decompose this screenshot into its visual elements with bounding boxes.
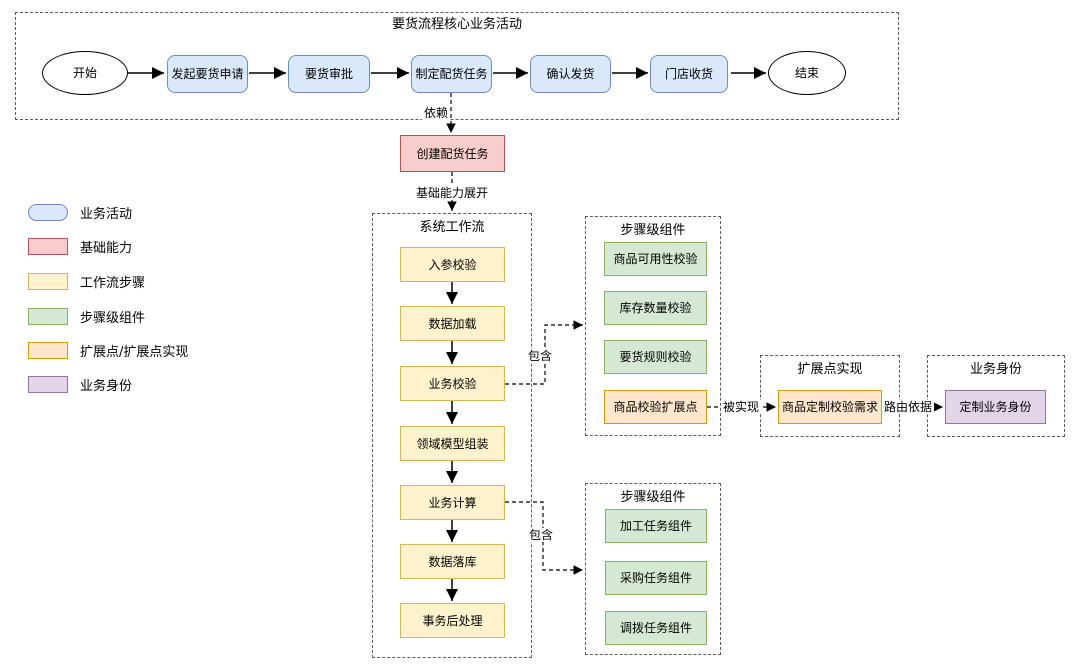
workflow-step-data-load: 数据加载 [400,306,505,341]
legend-label-component: 步骤级组件 [80,311,146,326]
extension-impl-container: 扩展点实现 [760,355,900,437]
task-component-process: 加工任务组件 [605,509,707,543]
legend-item-component: 步骤级组件 [28,307,145,326]
legend-item-workflow-step: 工作流步骤 [28,272,145,291]
flow-step-approve: 要货审批 [288,55,370,93]
extension-point-node: 商品校验扩展点 [604,390,707,424]
component-product-availability: 商品可用性校验 [604,242,707,276]
end-ellipse: 结束 [768,51,846,95]
component-request-rule: 要货规则校验 [604,340,707,374]
edge-label-contains-bottom: 包含 [526,528,556,542]
edge-label-depends: 依赖 [421,106,451,120]
legend-label-capability: 基础能力 [80,241,133,256]
core-activities-title: 要货流程核心业务活动 [391,17,522,32]
legend-label-identity: 业务身份 [80,379,133,394]
legend-swatch-component [28,308,68,325]
edge-label-expand: 基础能力展开 [413,186,491,200]
workflow-step-input-check: 入参校验 [400,247,505,282]
business-identity-container: 业务身份 [927,355,1065,437]
legend-item-extension: 扩展点/扩展点实现 [28,341,188,360]
task-components-container: 步骤级组件 [585,483,721,655]
legend-item-identity: 业务身份 [28,375,132,394]
legend-label-activity: 业务活动 [80,207,133,222]
validation-components-container: 步骤级组件 [585,216,721,436]
workflow-step-post-transaction: 事务后处理 [400,603,505,638]
legend-item-activity: 业务活动 [28,203,132,222]
extension-impl-node: 商品定制校验需求 [778,390,882,424]
workflow-step-business-calc: 业务计算 [400,485,505,520]
validation-components-title: 步骤级组件 [620,223,686,238]
legend-swatch-workflow-step [28,273,68,290]
workflow-step-domain-assemble: 领域模型组装 [400,426,505,461]
legend-swatch-capability [28,238,68,255]
task-components-title: 步骤级组件 [620,490,686,505]
capability-node: 创建配货任务 [400,135,505,172]
flow-step-request: 发起要货申请 [167,55,248,93]
legend-label-workflow-step: 工作流步骤 [80,276,146,291]
edge-label-contains-top: 包含 [525,349,555,363]
legend-item-capability: 基础能力 [28,237,132,256]
legend-swatch-extension [28,342,68,359]
legend-swatch-identity [28,376,68,393]
workflow-container: 系统工作流 [372,213,532,658]
start-ellipse: 开始 [42,51,128,95]
flow-step-store-receive: 门店收货 [650,55,728,93]
component-stock-quantity: 库存数量校验 [604,291,707,325]
workflow-step-data-persist: 数据落库 [400,544,505,579]
task-component-transfer: 调拨任务组件 [605,611,707,645]
workflow-title: 系统工作流 [419,220,485,235]
workflow-step-business-check: 业务校验 [400,366,505,401]
core-activities-container: 要货流程核心业务活动 [15,12,899,120]
flow-step-make-task: 制定配货任务 [411,55,492,93]
edge-label-route: 路由依据 [881,400,935,414]
flow-step-confirm-ship: 确认发货 [530,55,611,93]
business-identity-node: 定制业务身份 [945,390,1046,424]
business-identity-title: 业务身份 [969,362,1022,377]
legend-label-extension: 扩展点/扩展点实现 [80,345,189,360]
task-component-purchase: 采购任务组件 [605,561,707,595]
legend-swatch-activity [28,204,68,221]
extension-impl-title: 扩展点实现 [797,362,863,377]
edge-label-implemented: 被实现 [720,400,762,414]
